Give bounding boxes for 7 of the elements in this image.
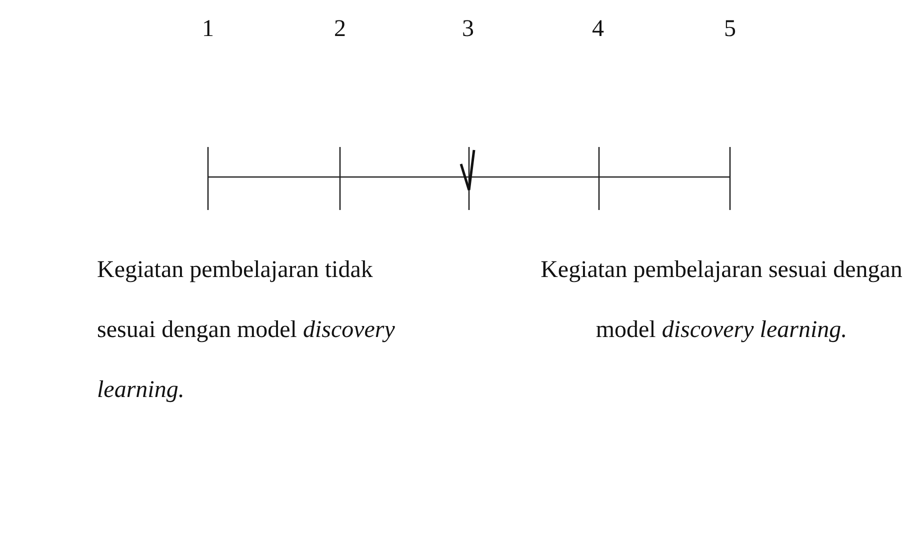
- scale-number: 1: [201, 16, 215, 43]
- scale-number: 4: [591, 16, 605, 43]
- scale-description: Kegiatan pembelajaran sesuai dengan model discovery learning.: [540, 256, 904, 345]
- scale-description: Kegiatan pembelajaran tidak sesuai dengan model discovery learning.: [97, 256, 396, 405]
- scale-number: 2: [333, 16, 347, 43]
- scale-number: 3: [461, 16, 475, 43]
- scale-number: 5: [723, 16, 737, 43]
